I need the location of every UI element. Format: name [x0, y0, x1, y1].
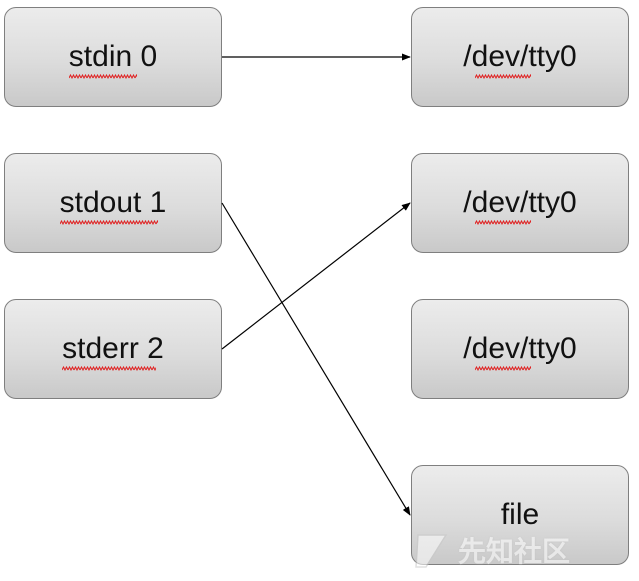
- node-dev-tty0-c-label: /dev/tty0: [463, 334, 577, 371]
- spellcheck-underline: [475, 74, 532, 79]
- node-stdin-label: stdin 0: [68, 42, 157, 79]
- node-stdout: stdout 1: [4, 153, 222, 253]
- spellcheck-underline: [475, 220, 532, 225]
- node-file-label: file: [500, 498, 540, 531]
- spellcheck-underline: [475, 366, 532, 371]
- node-stdout-label: stdout 1: [59, 188, 166, 225]
- spellcheck-underline: [59, 220, 158, 225]
- node-stderr: stderr 2: [4, 299, 222, 399]
- node-dev-tty0-a-label: /dev/tty0: [463, 42, 577, 79]
- arrow-stdout-to-file: [221, 202, 411, 516]
- spellcheck-underline: [62, 366, 157, 371]
- spellcheck-underline: [68, 74, 137, 79]
- node-dev-tty0-c: /dev/tty0: [411, 299, 629, 399]
- node-stderr-label: stderr 2: [62, 334, 164, 371]
- arrow-stderr-to-tty0: [221, 202, 411, 350]
- node-stdin: stdin 0: [4, 7, 222, 107]
- node-dev-tty0-a: /dev/tty0: [411, 7, 629, 107]
- node-dev-tty0-b-label: /dev/tty0: [463, 188, 577, 225]
- node-dev-tty0-b: /dev/tty0: [411, 153, 629, 253]
